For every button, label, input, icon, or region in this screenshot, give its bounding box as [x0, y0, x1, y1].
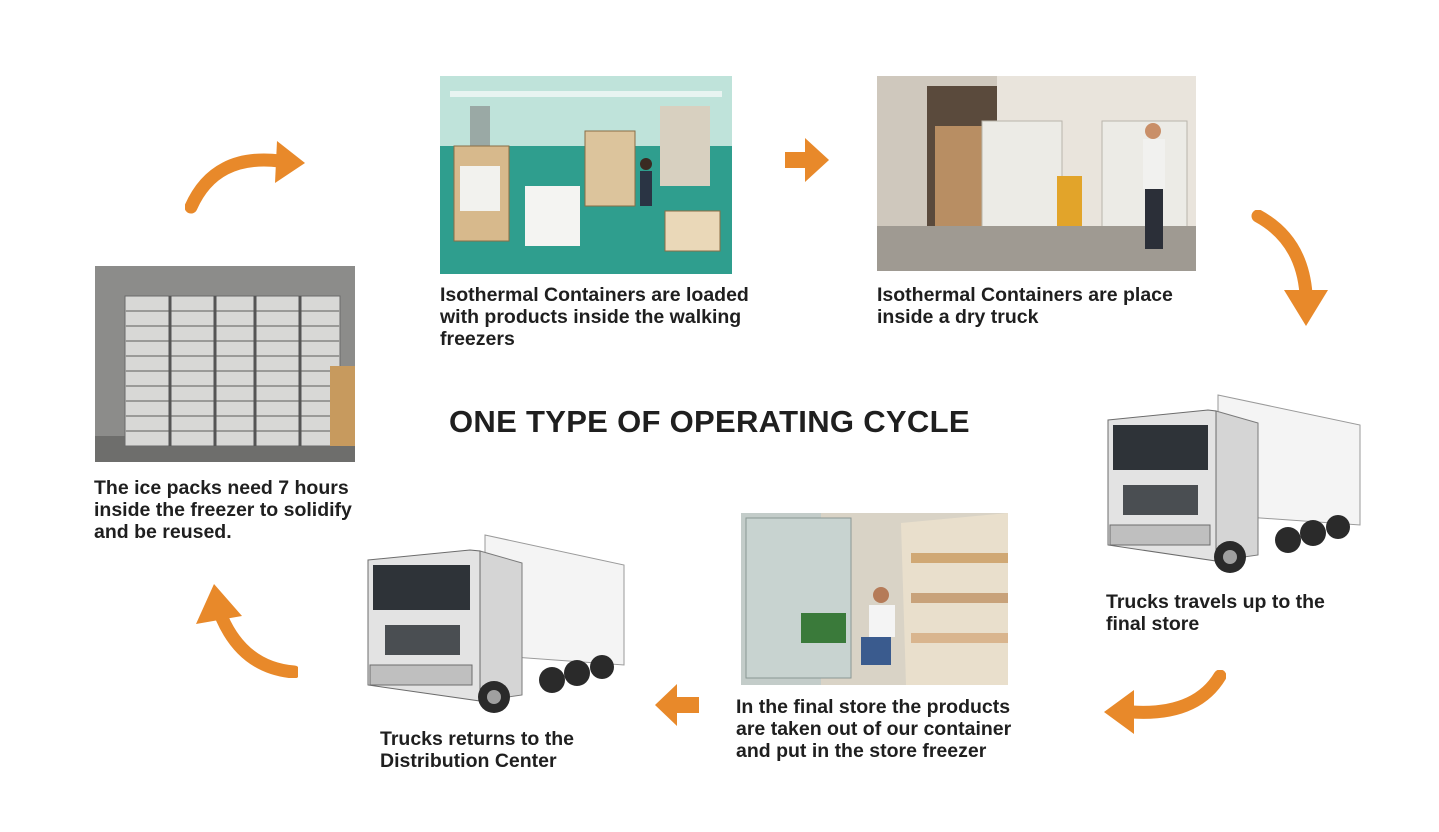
step-caption-ice-packs: The ice packs need 7 hours inside the fr…	[94, 477, 352, 543]
curved-arrow-icon	[185, 135, 310, 215]
semi-truck-return-photo	[360, 515, 627, 715]
warehouse-loading-photo	[440, 76, 732, 274]
ice-pack-racks-photo	[95, 266, 355, 462]
step-caption-place-in-truck: Isothermal Containers are place inside a…	[877, 284, 1173, 328]
curved-arrow-down-icon	[1250, 210, 1332, 330]
diagram-title: ONE TYPE OF OPERATING CYCLE	[449, 404, 970, 439]
step-caption-travel-to-store: Trucks travels up to the final store	[1106, 591, 1325, 635]
store-unloading-photo	[741, 513, 1008, 685]
step-caption-unload-in-store: In the final store the products are take…	[736, 696, 1012, 762]
curved-arrow-up-icon	[192, 582, 298, 678]
step-caption-load-containers: Isothermal Containers are loaded with pr…	[440, 284, 749, 350]
right-arrow-icon	[785, 138, 831, 182]
semi-truck-photo	[1098, 375, 1363, 575]
step-caption-return-to-center: Trucks returns to the Distribution Cente…	[380, 728, 574, 772]
left-arrow-icon	[655, 684, 699, 726]
curved-arrow-left-icon	[1100, 670, 1226, 736]
truck-loading-photo	[877, 76, 1196, 271]
